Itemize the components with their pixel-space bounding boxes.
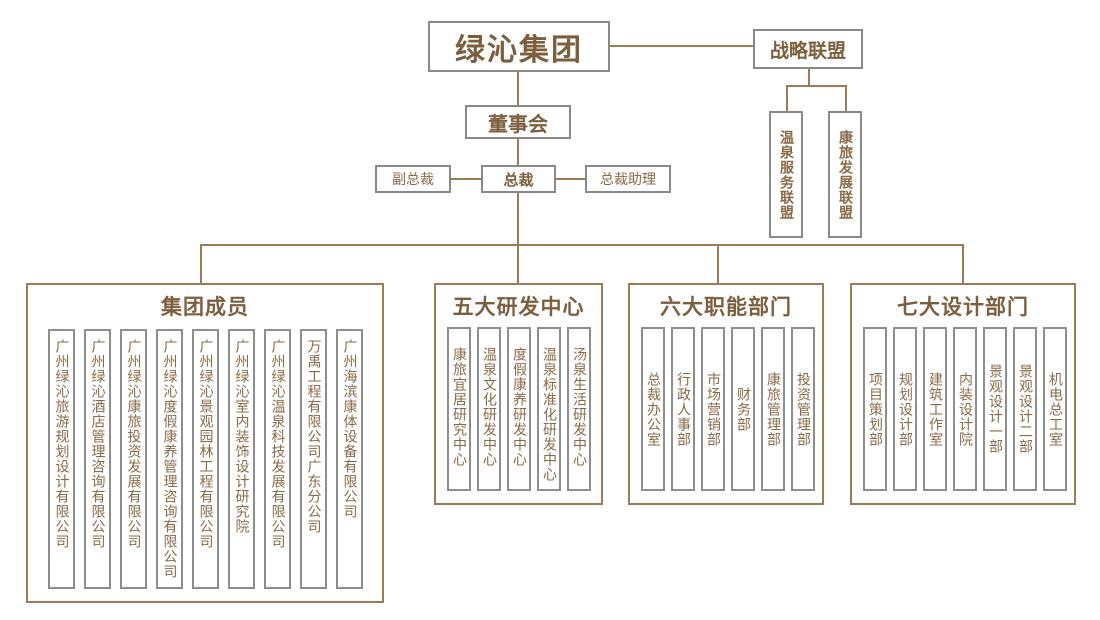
design-departments-title: 七大设计部门 [897,295,1029,319]
alliance-member-label: 温泉服务联盟 [778,129,794,220]
design-department-item: 景观设计二部 [1013,327,1037,491]
rnd-center-item: 康旅宜居研究中心 [447,327,471,491]
connector-alliance-left [786,85,788,112]
design-department-item: 内装设计院 [953,327,977,491]
design-department-label: 建筑工作室 [927,371,943,447]
group-members-title: 集团成员 [161,295,249,319]
department-item: 康旅管理部 [761,327,785,491]
member-label: 广州绿沁度假康养管理咨询有限公司 [161,339,178,579]
department-label: 市场营销部 [705,371,721,447]
design-department-label: 景观设计二部 [1017,364,1033,454]
department-label: 康旅管理部 [765,371,781,447]
rnd-center-label: 汤泉生活研发中心 [571,347,587,467]
connector-alliance-right [845,85,847,112]
department-item: 财务部 [731,327,755,491]
design-department-label: 规划设计部 [897,371,913,447]
alliance-member-label: 康旅发展联盟 [837,129,853,220]
department-label: 投资管理部 [795,371,811,447]
department-item: 行政人事部 [671,327,695,491]
member-label: 广州海滨康体设备有限公司 [341,339,358,519]
member-label: 广州绿沁景观园林工程有限公司 [197,339,214,549]
design-department-label: 项目策划部 [867,371,883,447]
group-members-panel: 集团成员 广州绿沁旅游规划设计有限公司 广州绿沁酒店管理咨询有限公司 广州绿沁康… [26,283,384,603]
department-label: 行政人事部 [675,371,691,447]
design-department-label: 机电总工室 [1047,371,1063,447]
connector-alliance-down [808,68,810,86]
functional-departments-panel: 六大职能部门 总裁办公室 行政人事部 市场营销部 财务部 康旅管理部 投资管理部 [628,283,824,505]
design-department-item: 机电总工室 [1043,327,1067,491]
connector-group-alliance [610,45,755,47]
rnd-center-item: 温泉文化研发中心 [477,327,501,491]
vice-president-node: 副总裁 [375,165,451,193]
member-label: 万禹工程有限公司广东分公司 [305,339,322,534]
member-label: 广州绿沁康旅投资发展有限公司 [125,339,142,549]
rnd-center-item: 温泉标准化研发中心 [537,327,561,491]
connector-functional [717,244,719,284]
member-label: 广州绿沁旅游规划设计有限公司 [53,339,70,549]
member-item: 广州海滨康体设备有限公司 [336,329,363,589]
member-label: 广州绿沁室内装饰设计研究院 [233,339,250,534]
member-label: 广州绿沁温泉科技发展有限公司 [269,339,286,549]
president-node: 总裁 [481,165,556,193]
department-label: 财务部 [735,386,751,432]
vice-president-label: 副总裁 [392,172,434,188]
president-assistant-node: 总裁助理 [585,165,671,193]
president-assistant-label: 总裁助理 [600,172,656,188]
rnd-center-item: 汤泉生活研发中心 [567,327,591,491]
connector-group-board [517,72,519,106]
design-department-item: 建筑工作室 [923,327,947,491]
rnd-centers-panel: 五大研发中心 康旅宜居研究中心 温泉文化研发中心 度假康养研发中心 温泉标准化研… [434,283,603,505]
member-item: 广州绿沁酒店管理咨询有限公司 [84,329,111,589]
board-node: 董事会 [465,105,571,139]
department-item: 总裁办公室 [641,327,665,491]
member-label: 广州绿沁酒店管理咨询有限公司 [89,339,106,549]
member-item: 广州绿沁景观园林工程有限公司 [192,329,219,589]
connector-design [962,244,964,284]
member-item: 广州绿沁旅游规划设计有限公司 [48,329,75,589]
member-item: 广州绿沁度假康养管理咨询有限公司 [156,329,183,589]
alliance-node: 战略联盟 [753,29,863,69]
member-item: 广州绿沁温泉科技发展有限公司 [264,329,291,589]
connector-horizontal-bus [200,244,963,246]
alliance-member-health-tourism: 康旅发展联盟 [828,111,862,238]
president-node-label: 总裁 [503,170,534,189]
department-label: 总裁办公室 [645,371,661,447]
connector-rnd [517,244,519,284]
member-item: 万禹工程有限公司广东分公司 [300,329,327,589]
connector-members [200,244,202,284]
alliance-node-label: 战略联盟 [769,39,846,62]
design-department-item: 项目策划部 [863,327,887,491]
rnd-centers-title: 五大研发中心 [452,295,585,319]
connector-alliance-bus [786,85,847,87]
department-item: 投资管理部 [791,327,815,491]
design-departments-panel: 七大设计部门 项目策划部 规划设计部 建筑工作室 内装设计院 景观设计一部 景观… [850,283,1076,505]
design-department-label: 内装设计院 [957,371,973,447]
department-item: 市场营销部 [701,327,725,491]
member-item: 广州绿沁康旅投资发展有限公司 [120,329,147,589]
design-department-item: 规划设计部 [893,327,917,491]
connector-president-down [517,192,519,245]
connector-vp [450,178,483,180]
group-node: 绿沁集团 [428,21,610,72]
rnd-center-item: 度假康养研发中心 [507,327,531,491]
rnd-center-label: 温泉文化研发中心 [481,347,497,467]
group-node-label: 绿沁集团 [455,32,583,68]
rnd-center-label: 度假康养研发中心 [511,347,527,467]
design-department-label: 景观设计一部 [987,364,1003,454]
alliance-member-hot-spring: 温泉服务联盟 [769,111,803,238]
functional-departments-title: 六大职能部门 [660,295,792,319]
connector-assistant [553,178,586,180]
connector-board-president [517,138,519,165]
rnd-center-label: 温泉标准化研发中心 [541,347,557,482]
member-item: 广州绿沁室内装饰设计研究院 [228,329,255,589]
design-department-item: 景观设计一部 [983,327,1007,491]
rnd-center-label: 康旅宜居研究中心 [451,347,467,467]
board-node-label: 董事会 [488,111,548,136]
